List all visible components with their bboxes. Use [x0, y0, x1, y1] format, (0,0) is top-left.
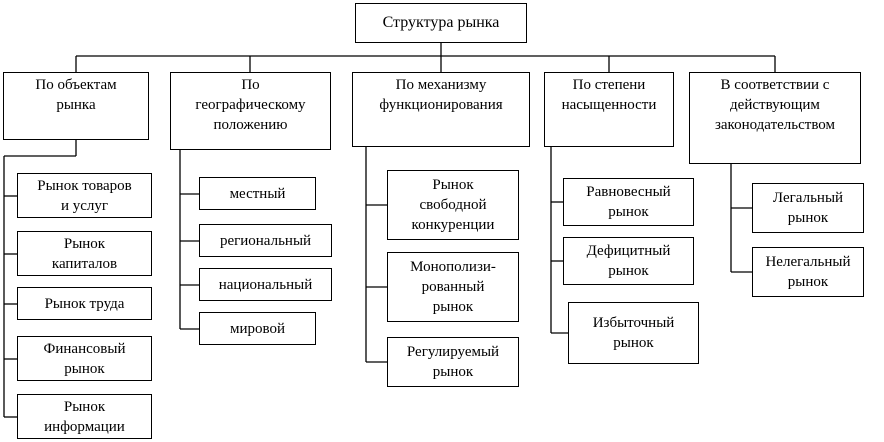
- item-local: местный: [199, 177, 316, 210]
- category-mechanism: По механизму функционирования: [352, 72, 530, 147]
- item-world: мировой: [199, 312, 316, 345]
- item-legal: Легальный рынок: [752, 183, 864, 233]
- category-legislation: В соответствии с действующим законодател…: [689, 72, 861, 164]
- item-regional: региональный: [199, 224, 332, 257]
- item-free-competition: Рынок свободной конкуренции: [387, 170, 519, 240]
- item-goods-services: Рынок товаров и услуг: [17, 173, 152, 218]
- item-monopolized: Монополизи- рованный рынок: [387, 252, 519, 322]
- root-node: Структура рынка: [355, 3, 527, 43]
- item-deficit: Дефицитный рынок: [563, 237, 694, 285]
- item-equilibrium: Равновесный рынок: [563, 178, 694, 226]
- item-labor: Рынок труда: [17, 287, 152, 320]
- item-regulated: Регулируемый рынок: [387, 337, 519, 387]
- category-geographic: По географическому положению: [170, 72, 331, 150]
- item-national: национальный: [199, 268, 332, 301]
- category-saturation: По степени насыщенности: [544, 72, 674, 147]
- item-information: Рынок информации: [17, 394, 152, 439]
- item-illegal: Нелегальный рынок: [752, 247, 864, 297]
- category-objects: По объектам рынка: [3, 72, 149, 140]
- item-capital: Рынок капиталов: [17, 231, 152, 276]
- item-financial: Финансовый рынок: [17, 336, 152, 381]
- item-surplus: Избыточный рынок: [568, 302, 699, 364]
